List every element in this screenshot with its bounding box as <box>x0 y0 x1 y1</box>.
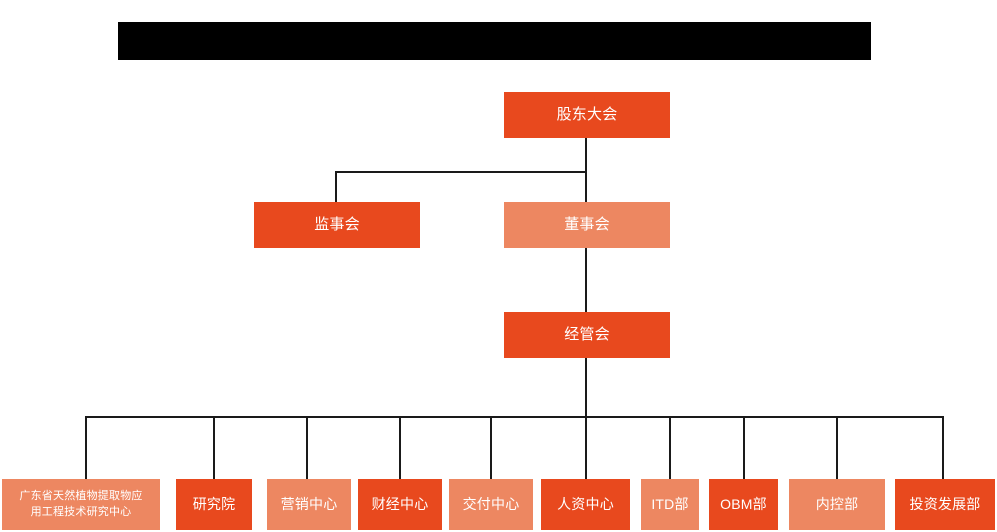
node-itd-department[interactable]: ITD部 <box>641 479 699 530</box>
node-finance-center[interactable]: 财经中心 <box>358 479 442 530</box>
connector-drop-marketing <box>306 416 308 480</box>
connector-supervisors-drop <box>335 171 337 202</box>
connector-drop-rnd-center <box>85 416 87 480</box>
connector-departments-bus <box>85 416 943 418</box>
connector-drop-internal-control <box>836 416 838 480</box>
node-supervisors[interactable]: 监事会 <box>254 202 420 248</box>
node-marketing-center[interactable]: 营销中心 <box>267 479 351 530</box>
connector-mgmt-drop <box>585 357 587 417</box>
connector-board-to-mgmt <box>585 241 587 313</box>
connector-drop-finance <box>399 416 401 480</box>
node-obm-department[interactable]: OBM部 <box>709 479 778 530</box>
connector-drop-hr <box>585 416 587 480</box>
connector-drop-itd <box>669 416 671 480</box>
connector-drop-investment <box>942 416 944 480</box>
node-management-committee[interactable]: 经管会 <box>504 312 670 358</box>
node-internal-control-department[interactable]: 内控部 <box>789 479 885 530</box>
node-shareholders[interactable]: 股东大会 <box>504 92 670 138</box>
connector-drop-delivery <box>490 416 492 480</box>
redacted-title-bar <box>118 22 871 60</box>
node-board-of-directors[interactable]: 董事会 <box>504 202 670 248</box>
connector-drop-institute <box>213 416 215 480</box>
node-institute[interactable]: 研究院 <box>176 479 252 530</box>
node-rnd-center[interactable]: 广东省天然植物提取物应 用工程技术研究中心 <box>2 479 160 530</box>
connector-level2-bus <box>335 171 587 173</box>
connector-shareholders-drop <box>585 138 587 172</box>
node-hr-center[interactable]: 人资中心 <box>541 479 630 530</box>
node-investment-development-department[interactable]: 投资发展部 <box>895 479 995 530</box>
connector-board-drop <box>585 171 587 202</box>
connector-drop-obm <box>743 416 745 480</box>
node-delivery-center[interactable]: 交付中心 <box>449 479 533 530</box>
